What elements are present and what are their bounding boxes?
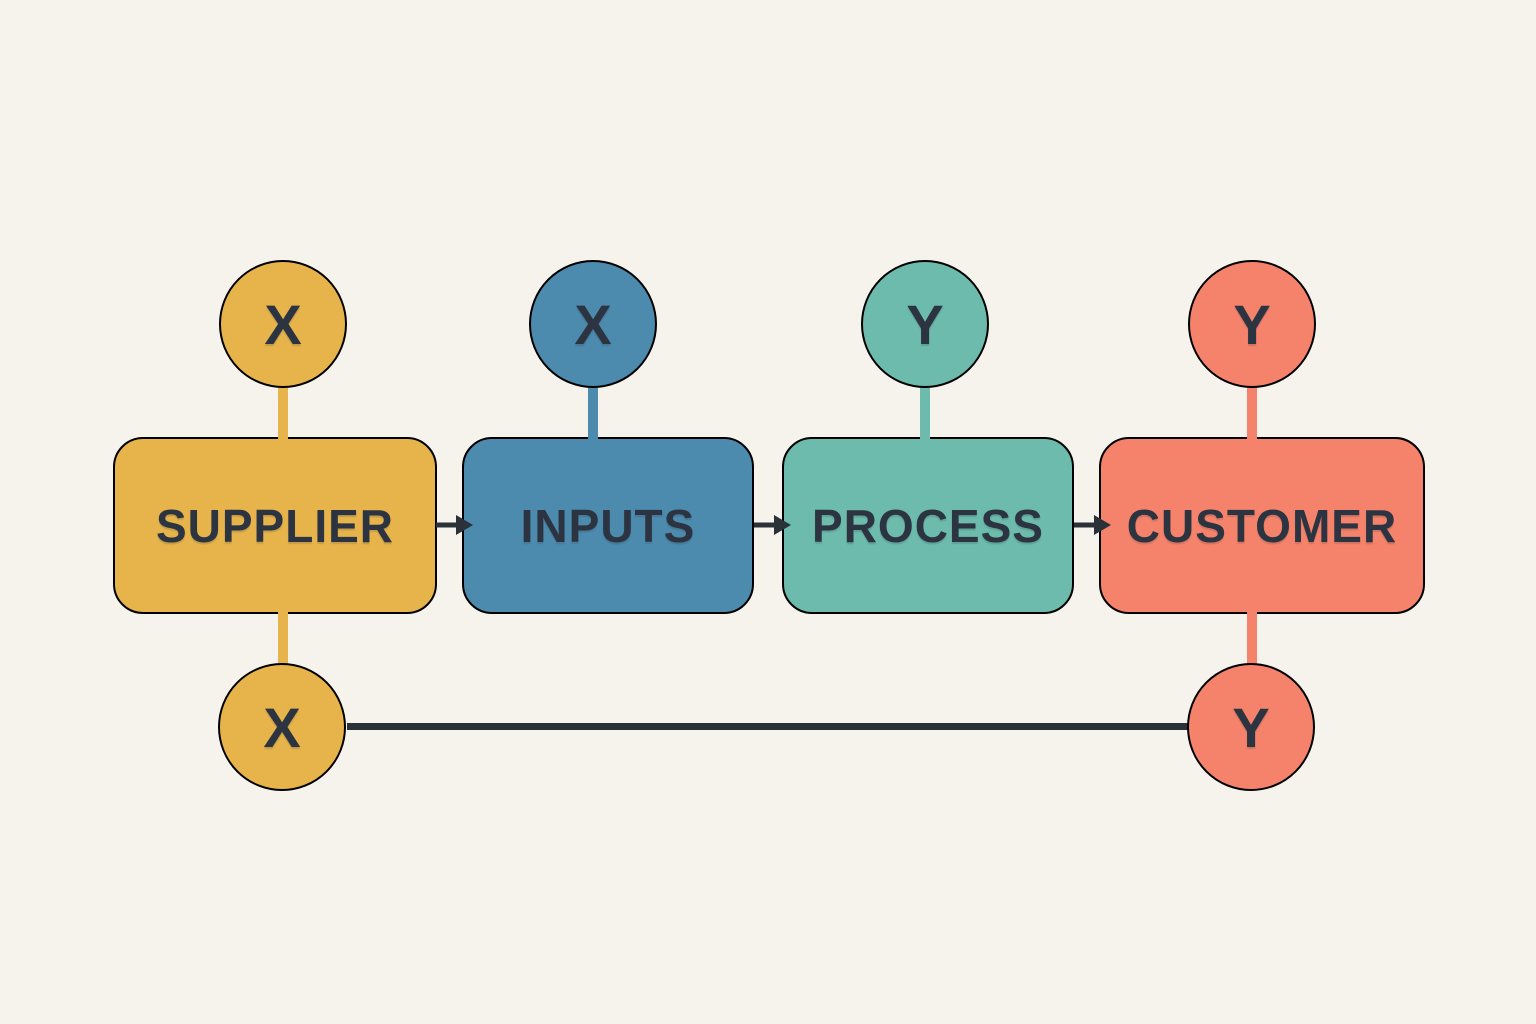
top-badge-inputs: X bbox=[529, 260, 657, 388]
connector-bottom-customer bbox=[1247, 611, 1257, 667]
stage-label-process: PROCESS bbox=[812, 499, 1044, 552]
stage-label-supplier: SUPPLIER bbox=[155, 499, 395, 552]
connector-top-process bbox=[920, 382, 930, 442]
bottom-badge-supplier: X bbox=[218, 663, 346, 791]
top-badge-supplier: X bbox=[219, 260, 347, 388]
top-badge-customer: Y bbox=[1188, 260, 1316, 388]
top-badge-inputs-letter: X bbox=[574, 292, 612, 356]
top-badge-process: Y bbox=[861, 260, 989, 388]
connector-top-inputs bbox=[588, 382, 598, 442]
top-badge-customer-letter: Y bbox=[1233, 292, 1271, 356]
feedback-line bbox=[347, 723, 1188, 730]
stage-box-process: PROCESS bbox=[782, 437, 1074, 614]
stage-box-inputs: INPUTS bbox=[462, 437, 754, 614]
stage-box-customer: CUSTOMER bbox=[1099, 437, 1425, 614]
stage-label-customer: CUSTOMER bbox=[1126, 499, 1398, 552]
arrow-right-icon bbox=[754, 515, 791, 535]
top-badge-supplier-letter: X bbox=[264, 292, 302, 356]
connector-bottom-supplier bbox=[278, 611, 288, 667]
bottom-badge-supplier-letter: X bbox=[263, 695, 301, 759]
bottom-badge-customer-letter: Y bbox=[1232, 695, 1270, 759]
connector-top-customer bbox=[1247, 382, 1257, 442]
arrow-right-icon bbox=[436, 515, 473, 535]
arrow-right-icon bbox=[1074, 515, 1111, 535]
top-badge-process-letter: Y bbox=[906, 292, 944, 356]
connector-top-supplier bbox=[278, 382, 288, 442]
stage-label-inputs: INPUTS bbox=[520, 499, 696, 552]
stage-box-supplier: SUPPLIER bbox=[113, 437, 437, 614]
bottom-badge-customer: Y bbox=[1187, 663, 1315, 791]
